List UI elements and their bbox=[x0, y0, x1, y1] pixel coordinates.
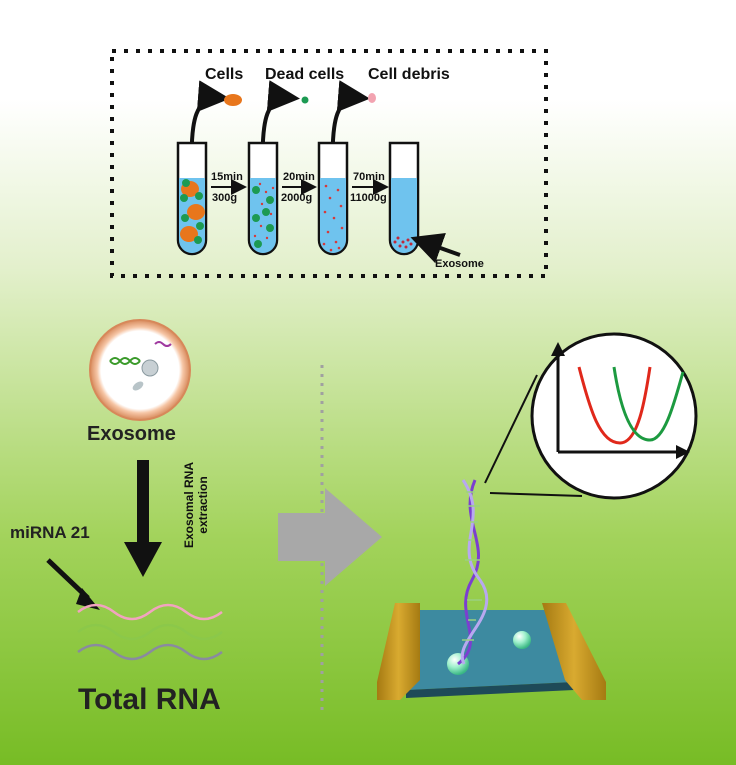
tube-3 bbox=[317, 141, 349, 256]
dna-helix bbox=[457, 479, 489, 666]
step2-force: 2000g bbox=[281, 192, 313, 204]
zoom-line-upper bbox=[484, 374, 538, 484]
label-total-rna: Total RNA bbox=[78, 683, 221, 716]
step2-time: 20min bbox=[283, 171, 315, 183]
label-mirna: miRNA 21 bbox=[10, 523, 90, 542]
label-exosome: Exosome bbox=[87, 423, 176, 445]
curve-green bbox=[612, 366, 685, 442]
exosome-pointer bbox=[410, 233, 461, 264]
curve-red bbox=[577, 366, 652, 445]
tube-2 bbox=[247, 141, 279, 256]
step1-time: 15min bbox=[211, 171, 243, 183]
step3-force: 11000g bbox=[350, 192, 387, 204]
sensor-device bbox=[377, 603, 606, 700]
tube-1 bbox=[176, 141, 208, 256]
extraction-label-line2: extraction bbox=[196, 476, 210, 534]
exosome-particle bbox=[89, 319, 191, 421]
label-cell-debris: Cell debris bbox=[368, 66, 450, 83]
protocol-box bbox=[110, 49, 548, 278]
rna-strands bbox=[77, 603, 223, 661]
tube-4 bbox=[388, 141, 420, 256]
dead-cell-icon bbox=[301, 96, 309, 104]
zoom-line-lower bbox=[489, 492, 583, 497]
label-dead-cells: Dead cells bbox=[265, 66, 345, 83]
signal-inset bbox=[530, 332, 698, 500]
label-exosome-pellet: Exosome bbox=[435, 258, 484, 270]
cell-icon bbox=[224, 94, 242, 106]
flow-arrow bbox=[278, 488, 382, 586]
label-cells: Cells bbox=[205, 66, 244, 83]
step1-force: 300g bbox=[212, 192, 238, 204]
debris-icon bbox=[368, 93, 376, 103]
extraction-arrow bbox=[124, 460, 162, 577]
extraction-label-line1: Exosomal RNA bbox=[182, 461, 196, 549]
step3-time: 70min bbox=[353, 171, 385, 183]
